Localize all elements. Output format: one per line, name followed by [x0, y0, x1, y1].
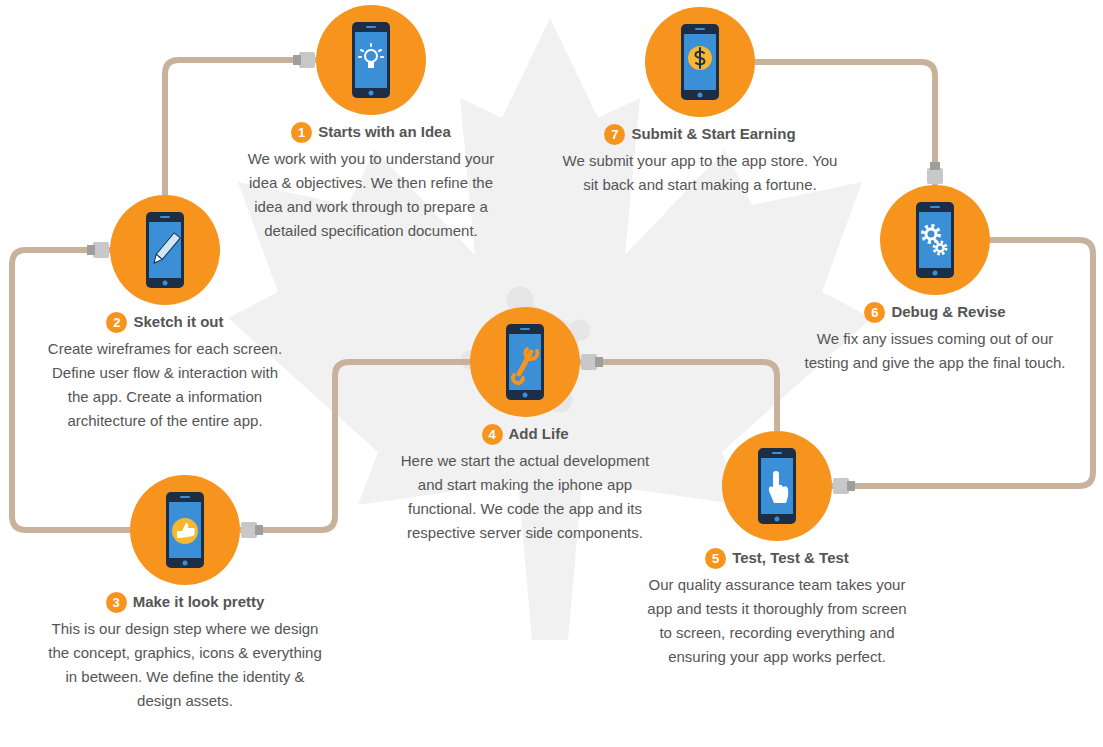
- phone-circle-icon: [880, 185, 990, 295]
- step-title: Submit & Start Earning: [631, 123, 795, 145]
- icon-graphic: [688, 46, 712, 70]
- step-node: 1 Starts with an Idea We work with you to …: [241, 5, 501, 243]
- icon-graphic: [316, 5, 426, 115]
- icon-graphic: [645, 7, 755, 117]
- callout-number: 5: [705, 548, 726, 569]
- step-node: 5 Test, Test & TestOur quality assurance …: [647, 431, 907, 669]
- callout-number: 4: [482, 424, 503, 445]
- step-node: 3 Make it look prettyThis is our design s…: [45, 475, 325, 713]
- wire-plug-collar: [255, 525, 263, 535]
- icon-graphic: [172, 518, 198, 544]
- wire-plug: [93, 242, 109, 258]
- icon-graphic: [151, 233, 180, 266]
- phone-circle-icon: [130, 475, 240, 585]
- wire-plug-collar: [847, 481, 855, 491]
- wire-plug: [241, 522, 257, 538]
- icon-graphic: [880, 185, 990, 295]
- maple-leaf: [228, 18, 872, 640]
- icon-graphic: [513, 349, 537, 383]
- phone-circle-icon: [470, 307, 580, 417]
- step-heading-row: 5 Test, Test & Test: [647, 547, 907, 569]
- icon-graphic: [722, 431, 832, 541]
- step-title: Add Life: [509, 423, 569, 445]
- step-description: We fix any issues coming out of our test…: [800, 327, 1070, 375]
- step-description: Create wireframes for each screen. Defin…: [40, 337, 290, 433]
- icon-graphic: [769, 471, 788, 503]
- icon-graphic: [470, 307, 580, 417]
- step-heading-row: 3 Make it look pretty: [45, 591, 325, 613]
- phone-circle-icon: [645, 7, 755, 117]
- icon-graphic: [130, 475, 240, 585]
- step-node: 7 Submit & Start Earning We submit your ap…: [560, 7, 840, 197]
- wire-plug-collar: [595, 357, 603, 367]
- wire-line: [580, 362, 777, 431]
- step-heading-row: 2 Sketch it out: [40, 311, 290, 333]
- step-description: We work with you to understand your idea…: [241, 147, 501, 243]
- step-heading-row: 7 Submit & Start Earning: [560, 123, 840, 145]
- wire-connector: [12, 242, 130, 530]
- step-description: Our quality assurance team takes your ap…: [647, 573, 907, 669]
- wire-plug: [581, 354, 597, 370]
- wire-plug: [927, 168, 943, 184]
- step-heading-row: 6 Debug & Revise: [800, 301, 1070, 323]
- callout-number: 2: [106, 312, 127, 333]
- step-title: Make it look pretty: [133, 591, 265, 613]
- icon-graphic: [110, 195, 220, 305]
- phone-circle-icon: [722, 431, 832, 541]
- callout-number: 3: [106, 592, 127, 613]
- callout-number: 1: [291, 122, 312, 143]
- wire-plug-collar: [87, 245, 95, 255]
- step-description: We submit your app to the app store. You…: [560, 149, 840, 197]
- step-title: Test, Test & Test: [732, 547, 849, 569]
- step-node: 2 Sketch it outCreate wireframes for each…: [40, 195, 290, 433]
- step-description: Here we start the actual development and…: [395, 449, 655, 545]
- step-heading-row: 1 Starts with an Idea: [241, 121, 501, 143]
- step-title: Debug & Revise: [891, 301, 1005, 323]
- phone-circle-icon: [316, 5, 426, 115]
- callout-number: 7: [604, 124, 625, 145]
- icon-graphic: [359, 44, 383, 68]
- step-node: 6 Debug & Revise We fix any issues coming …: [800, 185, 1070, 375]
- callout-number: 6: [864, 302, 885, 323]
- step-title: Sketch it out: [133, 311, 223, 333]
- wire-plug: [299, 52, 315, 68]
- phone-circle-icon: [110, 195, 220, 305]
- step-description: This is our design step where we design …: [45, 617, 325, 713]
- icon-graphic: [923, 226, 946, 254]
- wire-plug-collar: [930, 162, 940, 170]
- wire-connector: [580, 354, 777, 431]
- wire-plug-collar: [293, 55, 301, 65]
- wire-connector: [165, 52, 316, 195]
- step-title: Starts with an Idea: [318, 121, 451, 143]
- step-node: 4 Add LifeHere we start the actual develo…: [395, 307, 655, 545]
- step-heading-row: 4 Add Life: [395, 423, 655, 445]
- wire-plug: [833, 478, 849, 494]
